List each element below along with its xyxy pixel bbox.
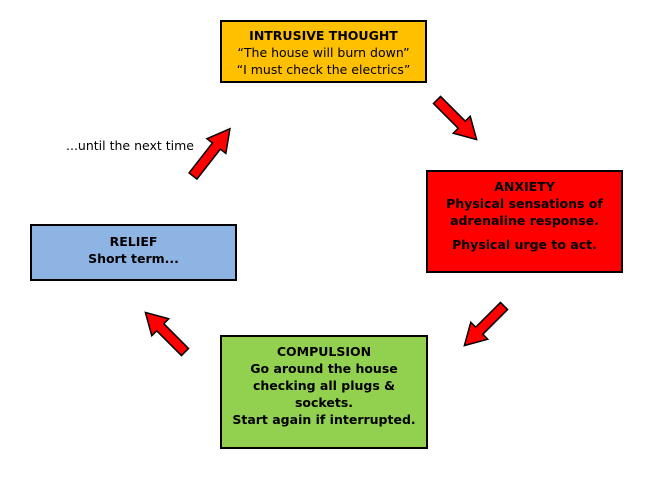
arrow-relief-to-thought xyxy=(188,127,231,181)
compulsion-line-2: checking all plugs & xyxy=(252,378,396,393)
compulsion-title: COMPULSION xyxy=(276,344,372,359)
intrusive-thought-line-1: “The house will burn down” xyxy=(237,45,410,60)
intrusive-thought-line-2: “I must check the electrics” xyxy=(236,62,411,77)
compulsion-line-4: Start again if interrupted. xyxy=(232,412,416,427)
until-next-time-note: ...until the next time xyxy=(66,138,194,153)
anxiety-line-3: Physical urge to act. xyxy=(452,237,597,252)
intrusive-thought-title: INTRUSIVE THOUGHT xyxy=(249,28,398,43)
anxiety-line-2: adrenaline response. xyxy=(450,213,599,228)
arrow-compulsion-to-relief xyxy=(144,311,190,357)
compulsion-box: COMPULSION Go around the house checking … xyxy=(220,335,428,449)
arrow-thought-to-anxiety xyxy=(432,95,478,141)
relief-title: RELIEF xyxy=(109,234,158,249)
relief-box: RELIEF Short term... xyxy=(30,224,237,281)
anxiety-box: ANXIETY Physical sensations of adrenalin… xyxy=(426,170,623,273)
compulsion-line-1: Go around the house xyxy=(250,361,398,376)
arrow-anxiety-to-compulsion xyxy=(463,301,509,347)
compulsion-line-3: sockets. xyxy=(294,395,354,410)
relief-line-1: Short term... xyxy=(88,251,179,266)
anxiety-line-1: Physical sensations of xyxy=(446,196,603,211)
anxiety-title: ANXIETY xyxy=(494,179,555,194)
intrusive-thought-box: INTRUSIVE THOUGHT “The house will burn d… xyxy=(220,20,427,83)
